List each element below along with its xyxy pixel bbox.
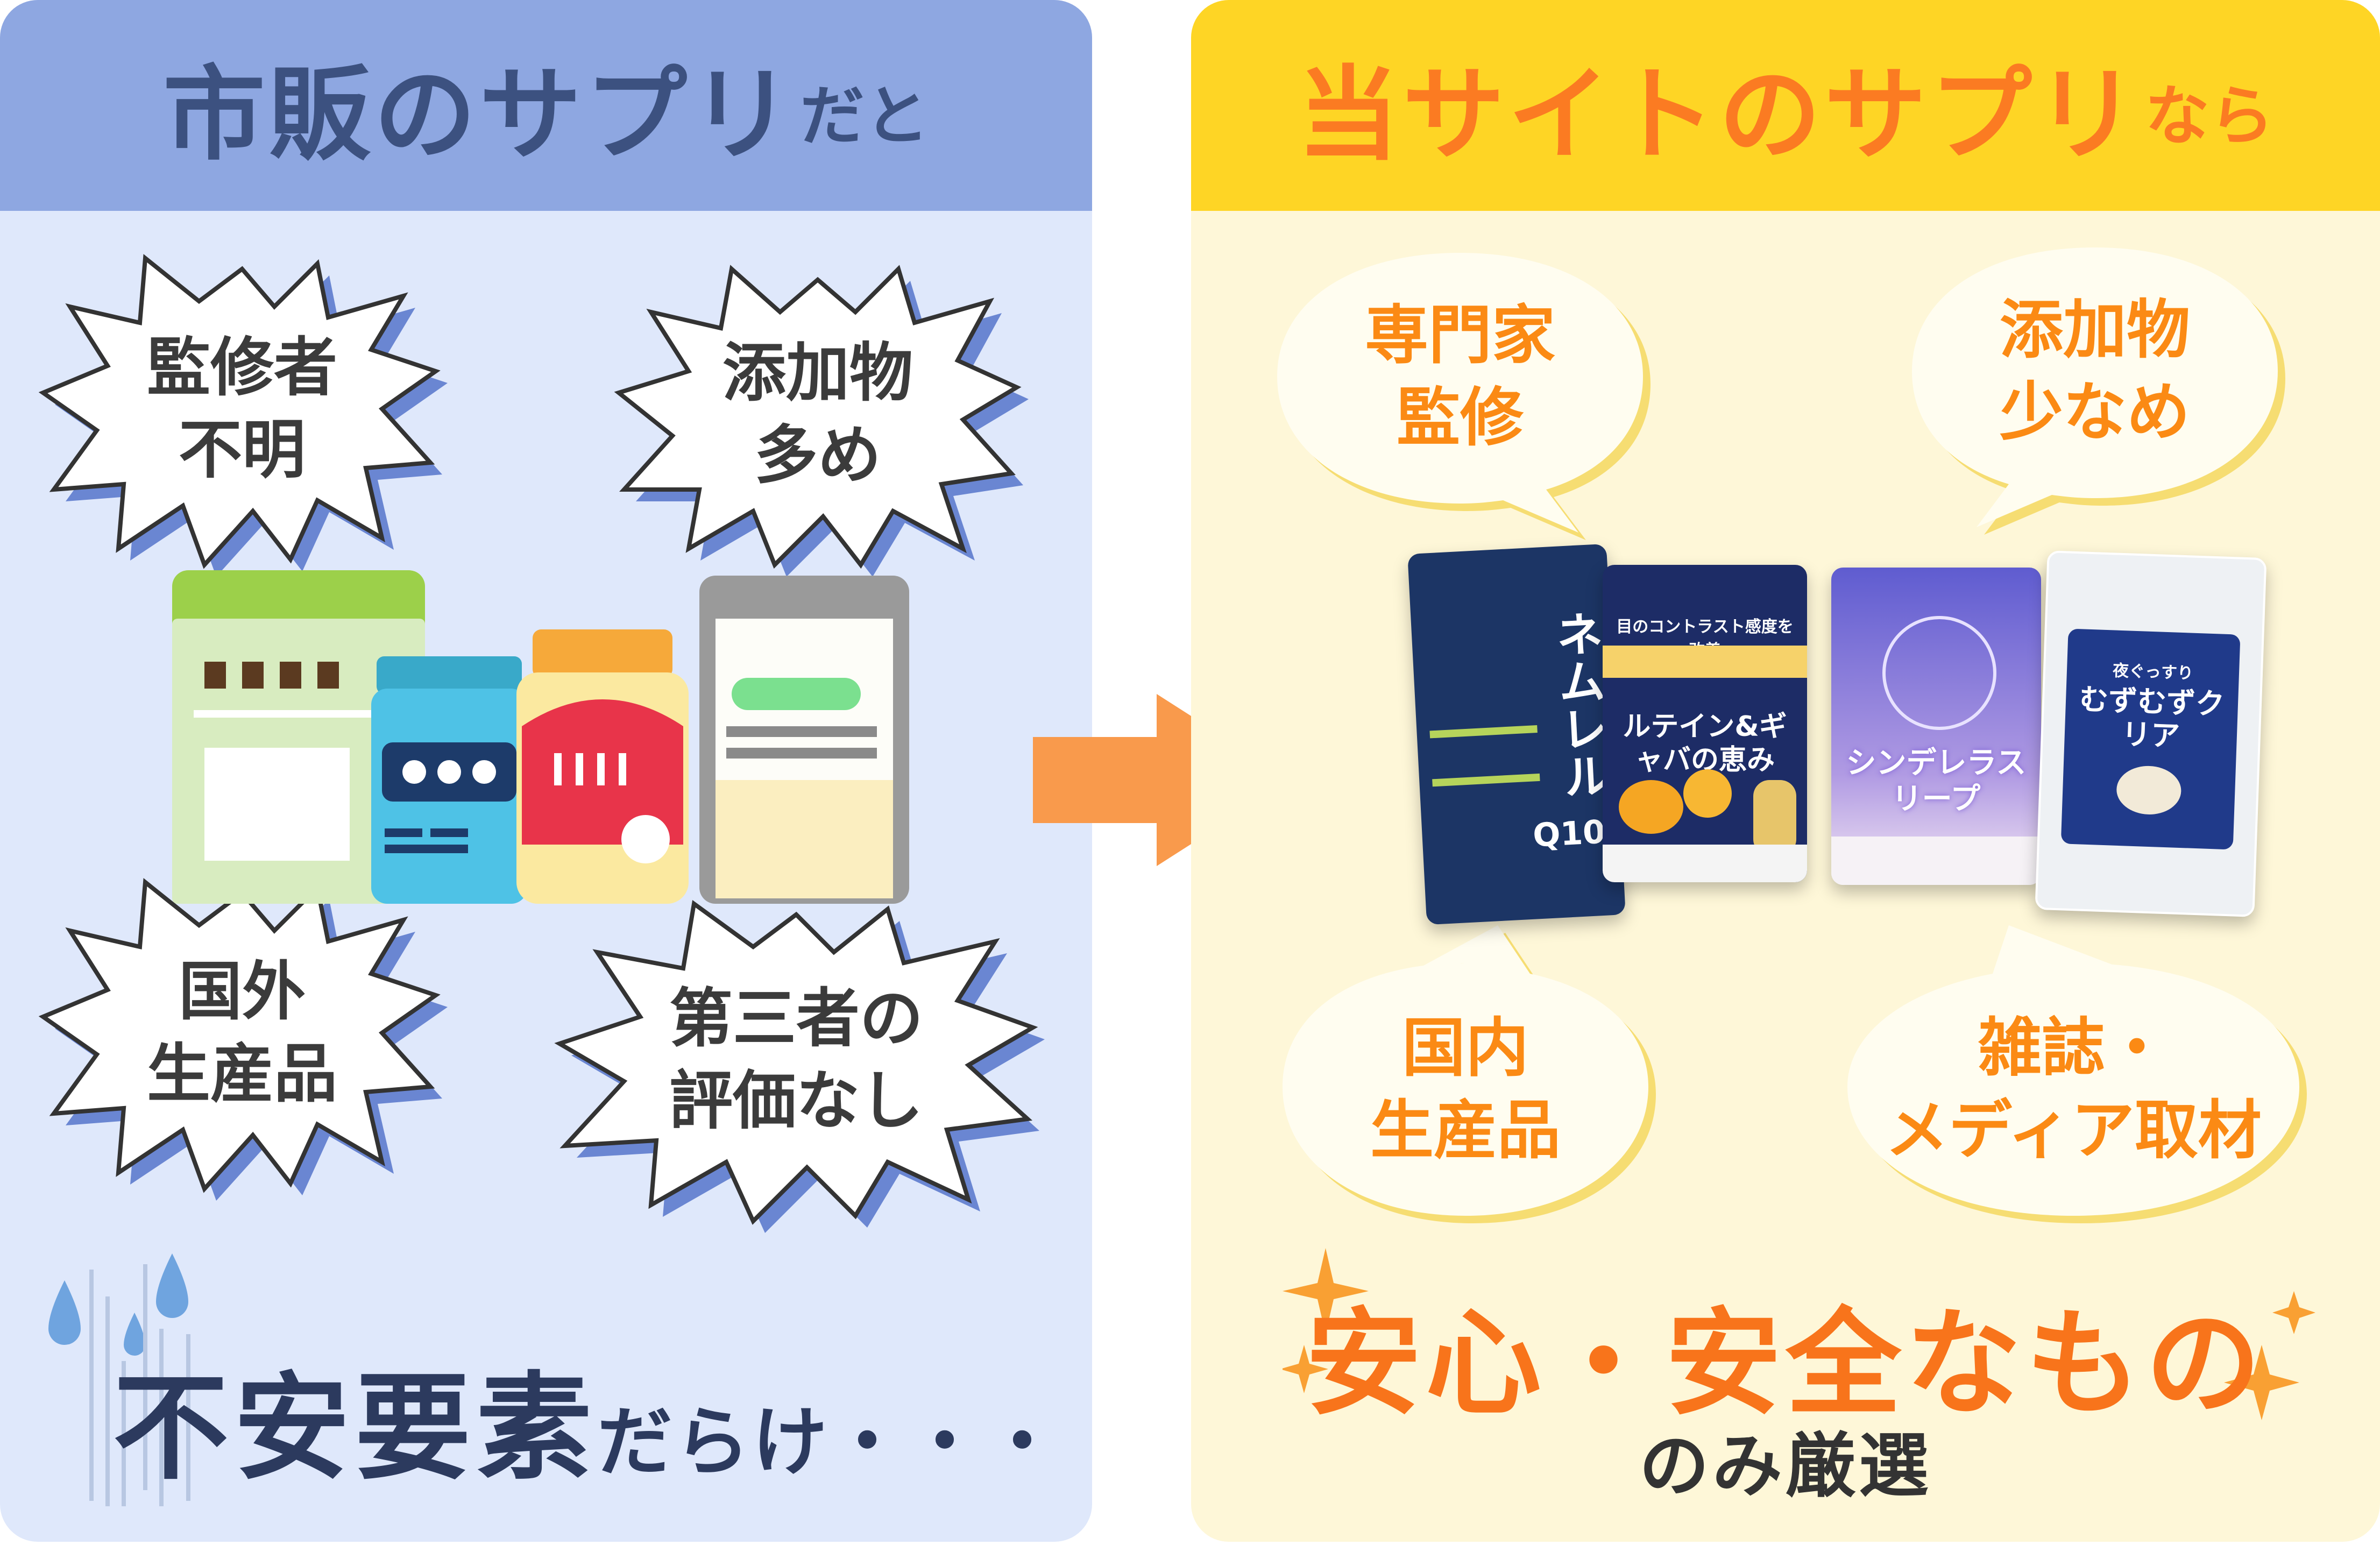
burst-shape: [38, 254, 448, 577]
yellow-bottle-cap: [533, 629, 672, 678]
burst-4-line-2: 評価なし: [669, 1064, 923, 1138]
burst-1-line-2: 不明: [178, 413, 306, 487]
burst-shape: [614, 265, 1029, 577]
bubble-media-coverage: 雑誌・ メディア取材: [1837, 915, 2310, 1227]
product-cinderella-sleep: シンデレラスリープ: [1831, 568, 2041, 885]
burst-supervisor-unknown: 監修者 不明: [38, 247, 448, 577]
product-nemureru: ネムレル Q10: [1407, 543, 1626, 925]
generic-supplements-illustration: [172, 570, 909, 904]
right-header-title: 当サイトのサプリ: [1297, 55, 2141, 174]
left-header: 市販のサプリ だと: [0, 0, 1092, 211]
product-2-name: ルテイン&ギャバの恵み: [1623, 711, 1787, 777]
bubble-3-line-1: 国内: [1401, 1010, 1529, 1085]
product-1-sub: Q10: [1532, 813, 1606, 855]
right-header-suffix: なら: [2145, 79, 2274, 154]
burst-3-line-1: 国外: [178, 954, 306, 1029]
right-header: 当サイトのサプリ なら: [1191, 0, 2380, 211]
blue-bottle-cap: [377, 656, 522, 694]
bubble-1-line-2: 監修: [1396, 380, 1524, 455]
bubble-domestic-made: 国内 生産品: [1272, 915, 1659, 1227]
burst-2-line-1: 添加物: [722, 335, 913, 410]
product-1-name: ネムレル: [1547, 608, 1612, 801]
product-3-name: シンデレラスリープ: [1846, 746, 2027, 817]
sparkle-icon: [1283, 1248, 1369, 1393]
burst-no-third-party: 第三者の 評価なし: [554, 893, 1045, 1233]
bubble-3-line-2: 生産品: [1370, 1093, 1561, 1167]
bubble-1-line-1: 専門家: [1364, 297, 1555, 372]
bubble-shape: [1912, 247, 2285, 535]
product-muzumuzu-clear: 夜ぐっすり むずむずクリア: [2035, 550, 2267, 917]
right-panel: 当サイトのサプリ なら 専門家 監修 添加物 少なめ 国内 生産品: [1191, 0, 2380, 1542]
burst-4-line-1: 第三者の: [669, 981, 923, 1055]
burst-foreign-made: 国外 生産品: [38, 871, 448, 1201]
product-4-name: むずむずクリア: [2079, 682, 2226, 753]
right-sub-message: のみ厳選: [1639, 1425, 1932, 1507]
bubble-4-line-2: メディア取材: [1885, 1093, 2262, 1167]
burst-shape: [554, 899, 1045, 1233]
arrow-right-icon: [1033, 694, 1291, 866]
bubble-expert-supervised: 専門家 監修: [1266, 242, 1654, 543]
product-lutein-gaba: 目のコントラスト感度を改善 ルテイン&ギャバの恵み: [1603, 565, 1807, 882]
sparkle-icon: [2224, 1291, 2315, 1420]
bubble-4-line-1: 雑誌・: [1978, 1010, 2169, 1085]
full-of-text: だらけ・・・: [597, 1399, 1062, 1486]
burst-shape: [38, 878, 448, 1201]
bubble-shape: [1277, 253, 1651, 540]
bubble-shape: [1847, 925, 2307, 1223]
rain-drops-icon: [48, 1253, 190, 1506]
anxiety-elements-text: 不安要素: [113, 1360, 597, 1496]
left-bottom-message: 不安要素 だらけ・・・: [113, 1334, 1062, 1501]
bubble-few-additives: 添加物 少なめ: [1901, 237, 2289, 538]
bubble-2-line-2: 少なめ: [1999, 375, 2190, 449]
burst-3-line-2: 生産品: [146, 1037, 337, 1111]
burst-2-line-2: 多め: [754, 418, 881, 492]
bubble-shape: [1283, 925, 1656, 1223]
burst-additives-many: 添加物 多め: [613, 258, 1029, 577]
bubble-2-line-1: 添加物: [1999, 292, 2190, 367]
left-panel: 市販のサプリ だと 監修者 不明 添加物 多め 国外 生産品: [0, 0, 1092, 1542]
right-main-message: 安心・安全なもの: [1306, 1296, 2265, 1431]
burst-1-line-1: 監修者: [146, 330, 337, 405]
left-header-suffix: だと: [800, 79, 929, 154]
left-header-title: 市販のサプリ: [162, 55, 796, 174]
